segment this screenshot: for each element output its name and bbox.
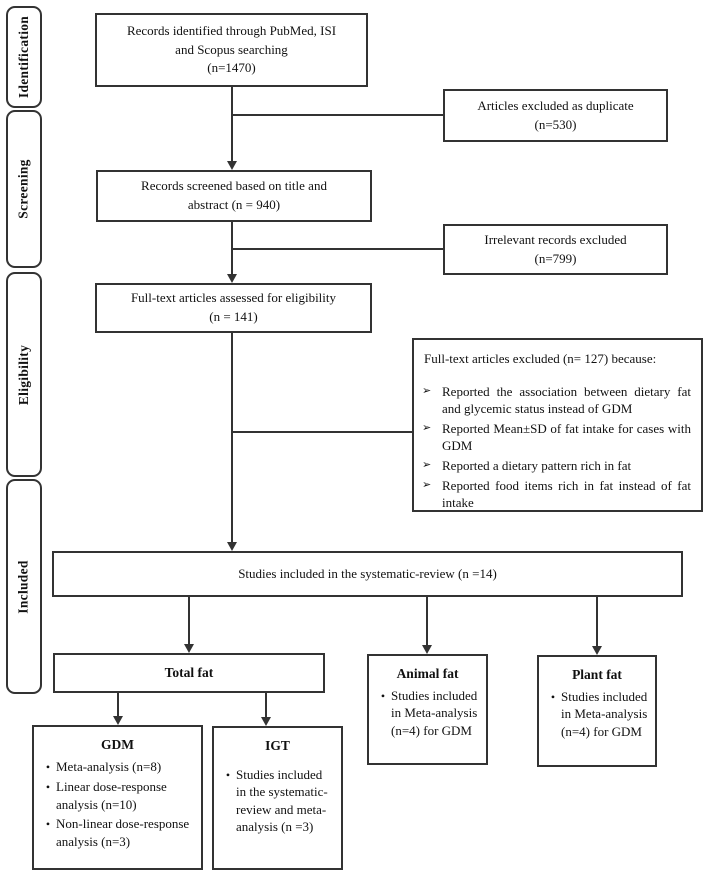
gdm-item: • Non-linear dose-response analysis (n=3… bbox=[40, 815, 195, 850]
connector-to-plant-fat bbox=[596, 597, 598, 647]
connector-fulltext-to-systematic bbox=[231, 333, 233, 543]
gdm-text: Meta-analysis (n=8) bbox=[56, 758, 162, 774]
dot-bullet-icon: • bbox=[45, 779, 51, 794]
excluded-reason-item: ➢ Reported food items rich in fat instea… bbox=[422, 477, 691, 512]
arrowhead-plant-fat bbox=[592, 646, 602, 655]
gdm-item: • Meta-analysis (n=8) bbox=[40, 758, 195, 776]
box-systematic-review: Studies included in the systematic-revie… bbox=[52, 551, 683, 597]
stage-identification: Identification bbox=[6, 6, 42, 108]
stage-included: Included bbox=[6, 479, 42, 694]
igt-text: Studies included in the systematic-revie… bbox=[236, 766, 328, 835]
connector-branch-excluded bbox=[232, 431, 412, 433]
gdm-title: GDM bbox=[101, 737, 134, 752]
stage-screening: Screening bbox=[6, 110, 42, 268]
plant-fat-title: Plant fat bbox=[572, 667, 622, 682]
gdm-text: Linear dose-response analysis (n=10) bbox=[56, 778, 167, 812]
animal-fat-text: Studies included in Meta-analysis (n=4) … bbox=[391, 687, 478, 738]
box-total-fat: Total fat bbox=[53, 653, 325, 693]
box-irrelevant-excluded: Irrelevant records excluded (n=799) bbox=[443, 224, 668, 275]
arrow-bullet-icon: ➢ bbox=[422, 384, 432, 397]
connector-branch-irrelevant bbox=[232, 248, 443, 250]
arrowhead-gdm bbox=[113, 716, 123, 725]
connector-to-animal-fat bbox=[426, 597, 428, 646]
stage-eligibility: Eligibility bbox=[6, 272, 42, 477]
excluded-reason-text: Reported food items rich in fat instead … bbox=[442, 477, 691, 511]
dot-bullet-icon: • bbox=[380, 688, 386, 703]
connector-identified-to-screened bbox=[231, 87, 233, 162]
box-fulltext-excluded: Full-text articles excluded (n= 127) bec… bbox=[412, 338, 703, 512]
connector-to-total-fat bbox=[188, 597, 190, 645]
dot-bullet-icon: • bbox=[550, 689, 556, 704]
arrowhead-systematic bbox=[227, 542, 237, 551]
arrowhead-total-fat bbox=[184, 644, 194, 653]
box-fulltext-assessed: Full-text articles assessed for eligibil… bbox=[95, 283, 372, 333]
arrowhead-animal-fat bbox=[422, 645, 432, 654]
connector-to-igt bbox=[265, 693, 267, 718]
dot-bullet-icon: • bbox=[225, 767, 231, 782]
gdm-item: • Linear dose-response analysis (n=10) bbox=[40, 778, 195, 813]
arrowhead-fulltext bbox=[227, 274, 237, 283]
plant-fat-item: • Studies included in Meta-analysis (n=4… bbox=[545, 688, 649, 741]
dot-bullet-icon: • bbox=[45, 817, 51, 832]
animal-fat-title: Animal fat bbox=[396, 666, 459, 681]
box-records-screened: Records screened based on title and abst… bbox=[96, 170, 372, 222]
stage-eligibility-label: Eligibility bbox=[16, 344, 31, 405]
arrow-bullet-icon: ➢ bbox=[422, 421, 432, 434]
excluded-reason-item: ➢ Reported a dietary pattern rich in fat bbox=[422, 457, 691, 475]
box-records-identified: Records identified through PubMed, ISI a… bbox=[95, 13, 368, 87]
stage-included-label: Included bbox=[16, 559, 32, 614]
box-animal-fat: Animal fat • Studies included in Meta-an… bbox=[367, 654, 488, 765]
excluded-reason-text: Reported a dietary pattern rich in fat bbox=[442, 458, 632, 474]
box-duplicates-excluded: Articles excluded as duplicate (n=530) bbox=[443, 89, 668, 142]
excluded-reason-item: ➢ Reported the association between dieta… bbox=[422, 383, 691, 418]
gdm-text: Non-linear dose-response analysis (n=3) bbox=[56, 816, 190, 849]
connector-branch-duplicates bbox=[232, 114, 443, 116]
plant-fat-text: Studies included in Meta-analysis (n=4) … bbox=[561, 688, 648, 739]
box-plant-fat: Plant fat • Studies included in Meta-ana… bbox=[537, 655, 657, 767]
arrowhead-screened bbox=[227, 161, 237, 170]
stage-screening-label: Screening bbox=[16, 159, 32, 219]
fulltext-excluded-heading: Full-text articles excluded (n= 127) bec… bbox=[424, 351, 657, 366]
animal-fat-item: • Studies included in Meta-analysis (n=4… bbox=[375, 687, 480, 740]
box-igt: IGT • Studies included in the systematic… bbox=[212, 726, 343, 870]
box-gdm: GDM • Meta-analysis (n=8) • Linear dose-… bbox=[32, 725, 203, 870]
arrow-bullet-icon: ➢ bbox=[422, 459, 432, 472]
excluded-reason-text: Reported Mean±SD of fat intake for cases… bbox=[442, 420, 691, 454]
excluded-reason-item: ➢ Reported Mean±SD of fat intake for cas… bbox=[422, 420, 691, 455]
connector-to-gdm bbox=[117, 693, 119, 717]
arrowhead-igt bbox=[261, 717, 271, 726]
dot-bullet-icon: • bbox=[45, 759, 51, 774]
igt-title: IGT bbox=[265, 738, 290, 753]
stage-identification-label: Identification bbox=[16, 15, 32, 99]
igt-item: • Studies included in the systematic-rev… bbox=[220, 766, 335, 836]
arrow-bullet-icon: ➢ bbox=[422, 478, 432, 491]
excluded-reason-text: Reported the association between dietary… bbox=[442, 383, 691, 417]
